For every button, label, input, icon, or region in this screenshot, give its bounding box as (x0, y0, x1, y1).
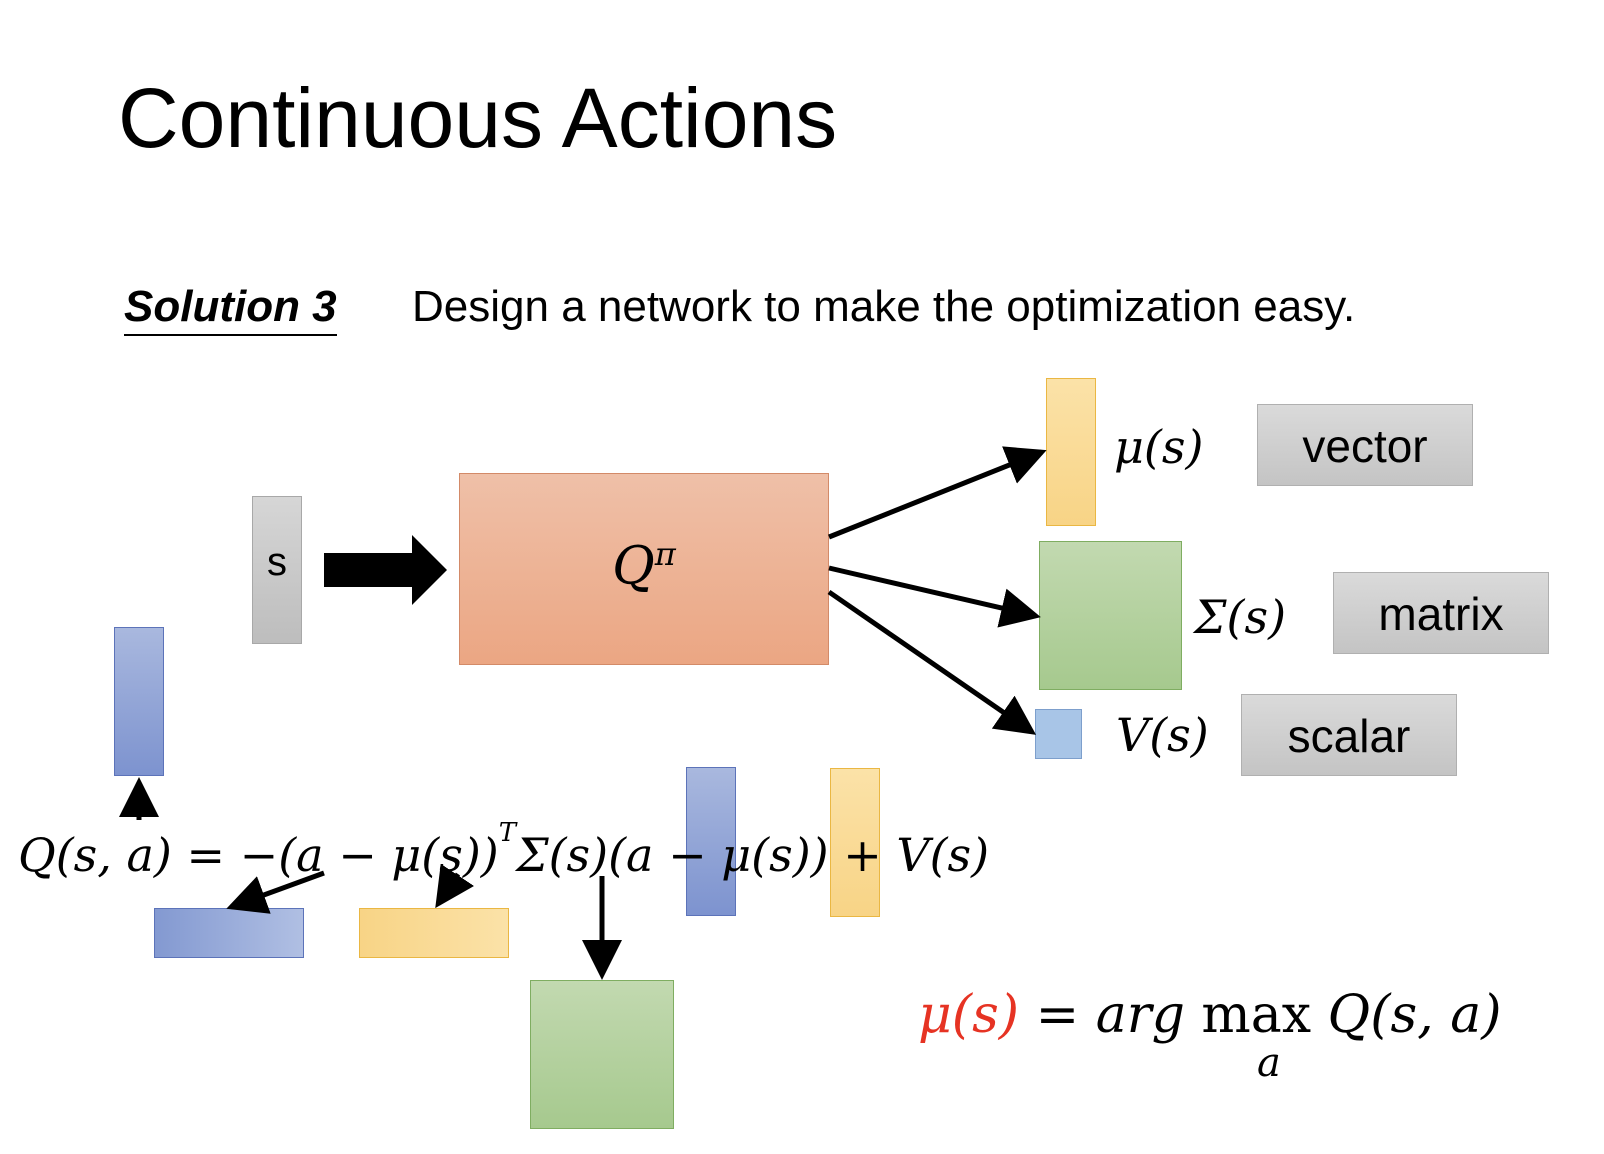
argmax-subscript: a (1257, 1040, 1281, 1086)
mu-output-symbol: μ(s) (1114, 420, 1204, 474)
formula-rest: Σ(s)(a − μ(s)) + V(s) (516, 828, 990, 882)
argmax-rhs: Q(s, a) (1311, 985, 1502, 1045)
formula-main: Q(s, a) = −(a − μ(s)) (18, 828, 499, 882)
input-state-block (252, 496, 302, 644)
argmax-equation: μ(s) = arg max Q(s, a) (918, 985, 1502, 1045)
sigma-output-block (1039, 541, 1182, 690)
argmax-arg: arg (1095, 985, 1202, 1045)
q-decomposition-formula: Q(s, a) = −(a − μ(s))TΣ(s)(a − μ(s)) + V… (18, 818, 989, 882)
mu-column-block (830, 768, 880, 917)
action-column-block (686, 767, 736, 916)
solution-text: Design a network to make the optimizatio… (412, 282, 1356, 331)
q-network-label: Qπ (459, 535, 829, 596)
arrow-to-sigma (828, 565, 1041, 628)
argmax-equals: = (1019, 985, 1096, 1045)
mu-type-tag: vector (1257, 404, 1473, 486)
q-network-box (459, 473, 829, 665)
formula-transpose: T (498, 818, 517, 848)
mu-output-block (1046, 378, 1096, 526)
arrow-to-value (827, 589, 1037, 735)
input-state-label: s (267, 540, 287, 584)
sigma-matrix-block (530, 980, 674, 1129)
value-output-block (1035, 709, 1082, 759)
solution-label: Solution 3 (124, 282, 337, 336)
slide-title: Continuous Actions (118, 71, 838, 165)
sigma-type-tag: matrix (1333, 572, 1549, 654)
value-output-symbol: V(s) (1116, 708, 1209, 762)
argmax-lhs: μ(s) (918, 985, 1020, 1045)
mu-row-block (359, 908, 509, 958)
sigma-output-symbol: Σ(s) (1194, 590, 1287, 644)
input-arrow (324, 535, 447, 605)
q-symbol: Q (612, 536, 655, 597)
q-value-block (114, 627, 164, 776)
arrow-to-mu (828, 446, 1047, 540)
action-row-block (154, 908, 304, 958)
argmax-max: max (1201, 985, 1312, 1045)
value-type-tag: scalar (1241, 694, 1457, 776)
q-superscript: π (654, 535, 676, 573)
